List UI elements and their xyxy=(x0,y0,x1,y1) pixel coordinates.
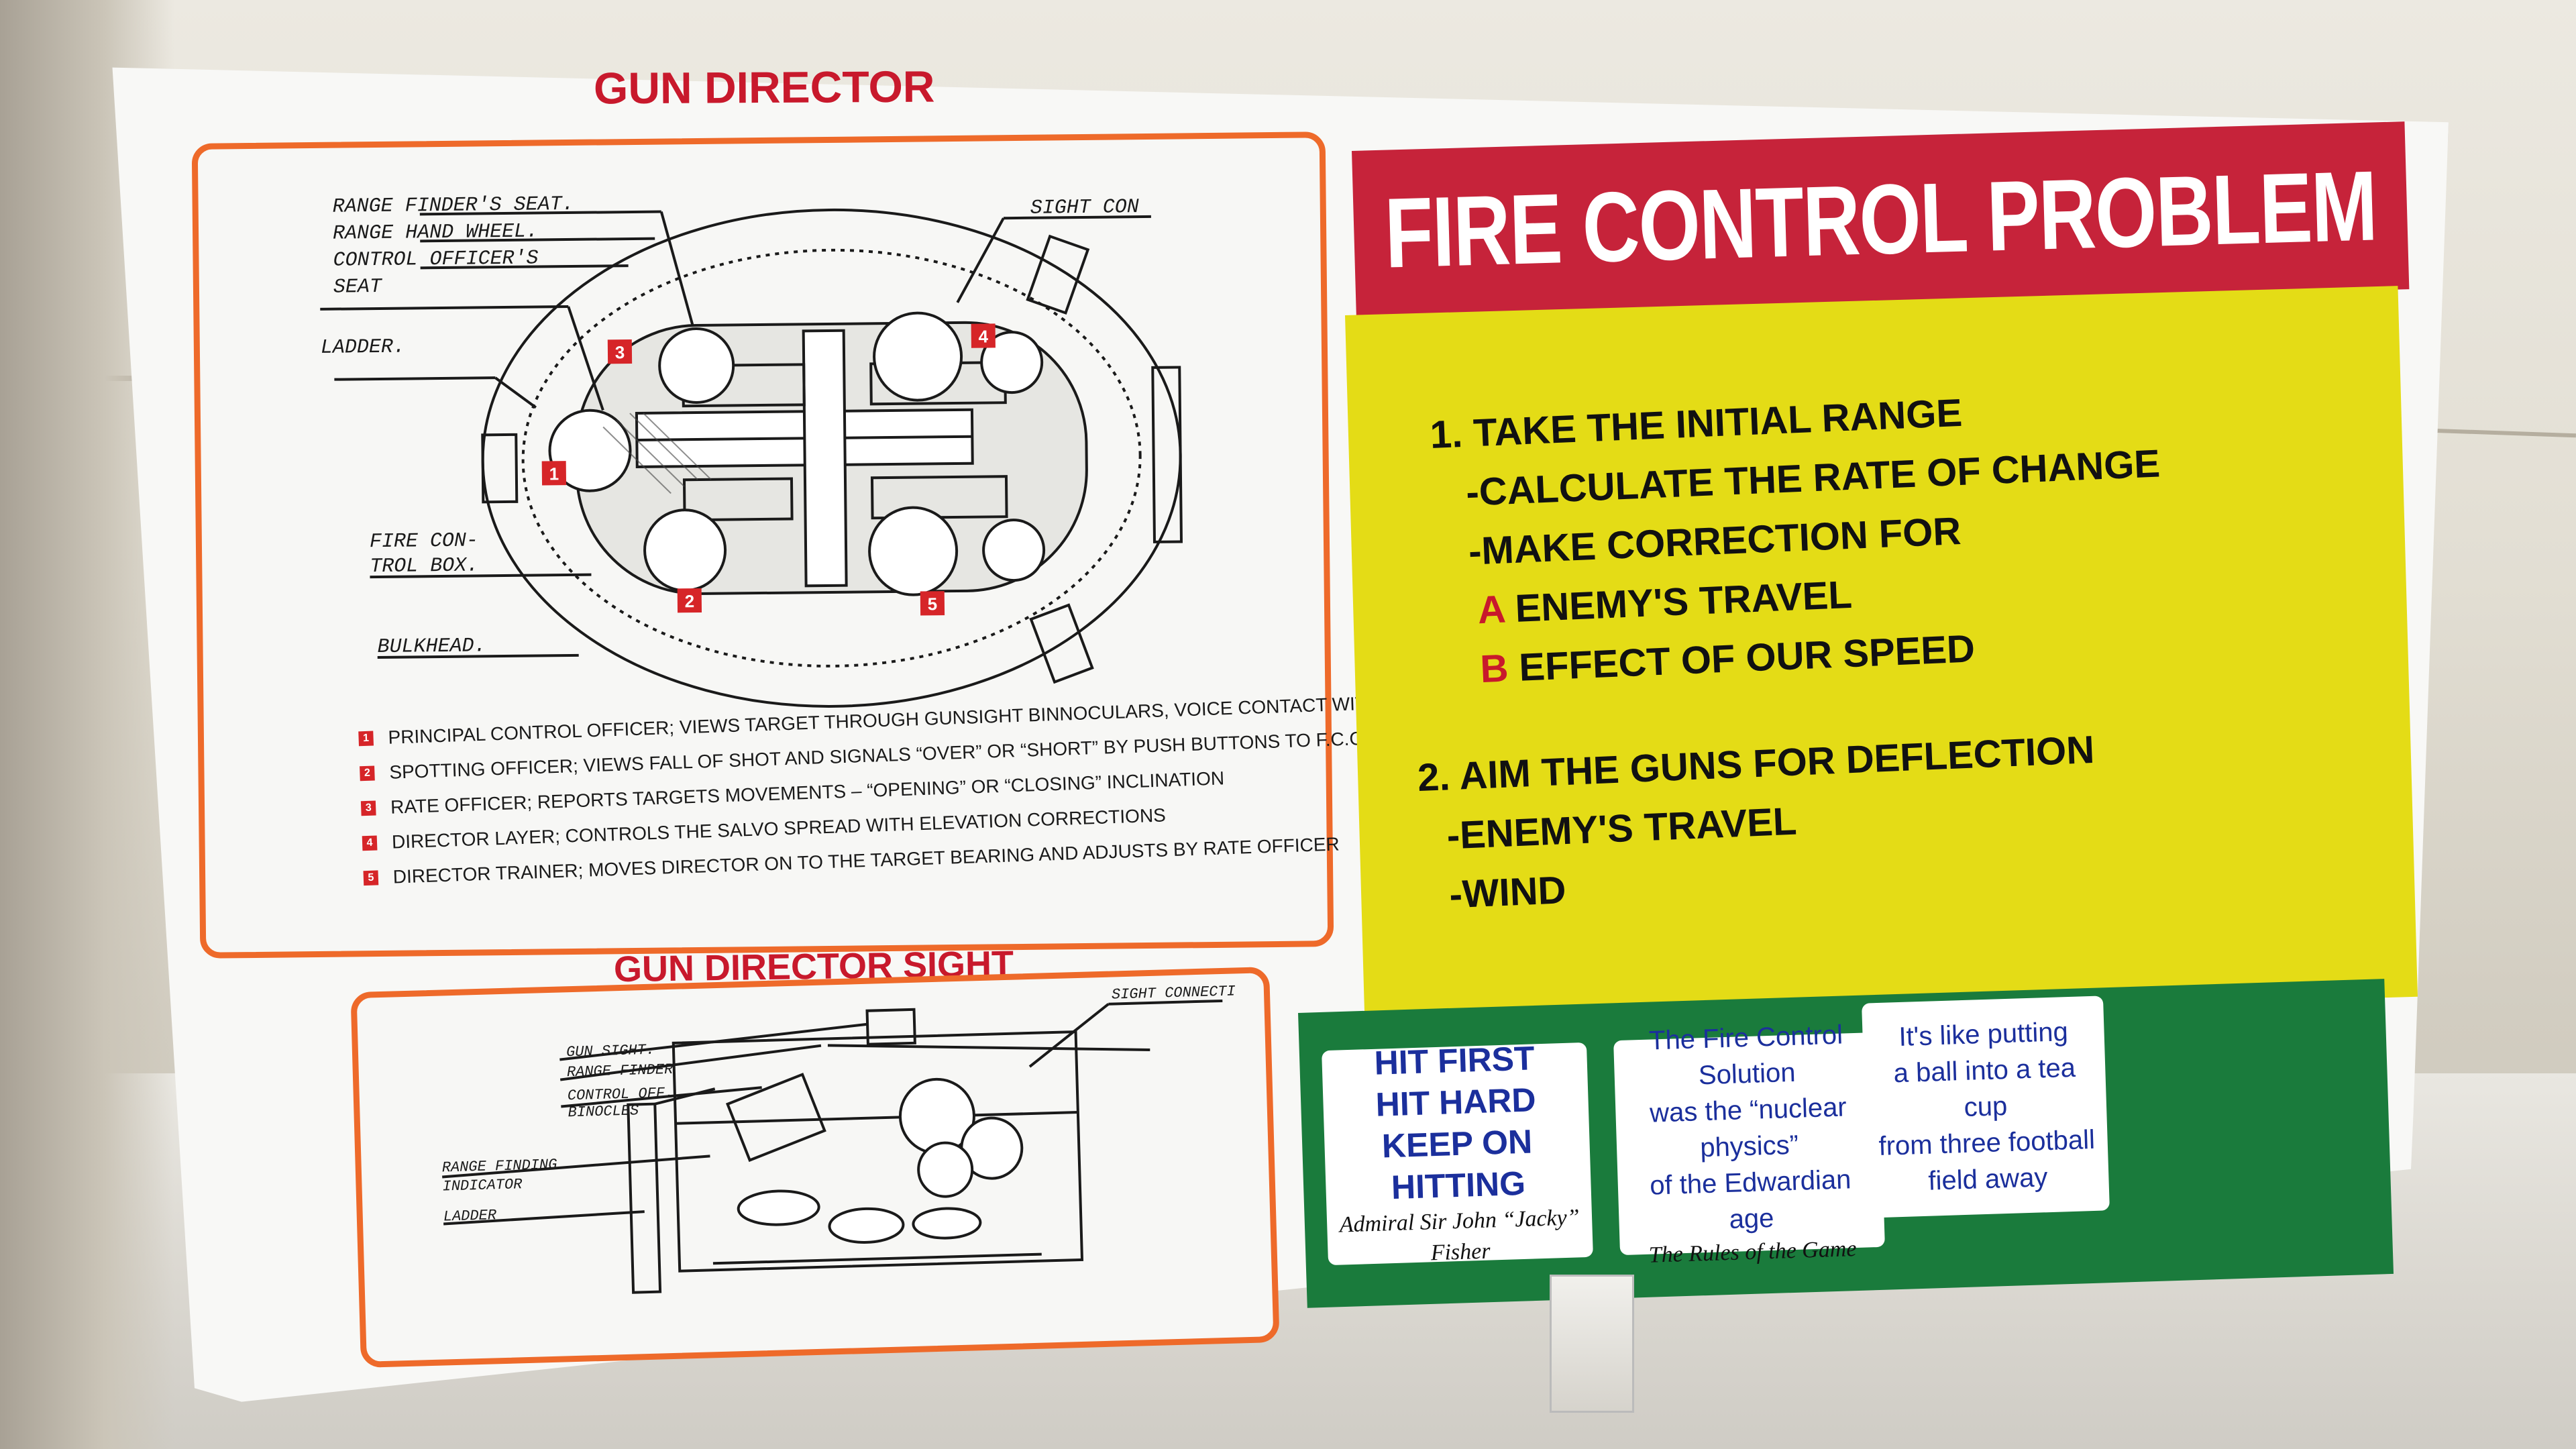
quote-rules: The Fire Control Solution was the “nucle… xyxy=(1613,1020,1885,1268)
quote-teacup: It's like putting a ball into a tea cup … xyxy=(1862,996,2110,1218)
quote-rules-cite: The Rules of the Game xyxy=(1648,1236,1857,1268)
fire-control-title: FIRE CONTROL PROBLEM xyxy=(1383,150,2378,289)
sight-label-gun-sight: GUN SIGHT. xyxy=(566,1042,655,1061)
steps-text: 1. TAKE THE INITIAL RANGE -CALCULATE THE… xyxy=(1417,376,2178,925)
gun-director-sight-diagram: GUN SIGHT. RANGE FINDER CONTROL OFF. BIN… xyxy=(441,983,1236,1294)
label-ladder: LADDER. xyxy=(321,336,405,360)
quote-fisher-cite: Admiral Sir John “Jacky” Fisher xyxy=(1339,1205,1580,1266)
label-control-officers: CONTROL OFFICER'S xyxy=(333,247,538,272)
sight-label-ladder: LADDER xyxy=(443,1207,498,1225)
quote-teacup-line4: field away xyxy=(1927,1163,2048,1196)
marker-2-label: 2 xyxy=(684,591,694,611)
title-band: FIRE CONTROL PROBLEM xyxy=(1352,121,2410,319)
quote-fisher-line2: HIT HARD xyxy=(1375,1081,1537,1124)
sight-housing xyxy=(672,1030,1084,1273)
gun-director-title: GUN DIRECTOR xyxy=(593,61,935,113)
marker-4-label: 4 xyxy=(978,326,988,346)
legend-marker: 2 xyxy=(360,765,375,782)
sight-label-range-finder: RANGE FINDER xyxy=(567,1061,674,1081)
quote-teacup-line1: It's like putting xyxy=(1898,1017,2069,1053)
quote-teacup-line2: a ball into a tea cup xyxy=(1893,1053,2076,1123)
stand-bracket xyxy=(1550,1275,1634,1413)
step-1c-text: ENEMY'S TRAVEL xyxy=(1514,572,1854,631)
quote-teacup-line3: from three football xyxy=(1878,1124,2096,1162)
marker-3-label: 3 xyxy=(615,342,625,362)
legend-marker: 3 xyxy=(360,800,376,816)
legend-marker: 5 xyxy=(363,870,379,886)
marker-4 xyxy=(971,323,996,348)
seat-4 xyxy=(873,311,963,402)
marker-group xyxy=(541,323,996,616)
sight-label-indicator: INDICATOR xyxy=(442,1176,523,1195)
step-1c-letter: A xyxy=(1477,587,1505,633)
label-bulkhead: BULKHEAD. xyxy=(377,635,486,659)
label-seat: SEAT xyxy=(333,276,383,299)
director-inner xyxy=(521,248,1142,667)
quote-fisher-line3: KEEP ON HITTING xyxy=(1381,1122,1533,1207)
gun-director-frame: 3 4 1 2 5 RANGE FINDER'S SEAT. RANGE HAN… xyxy=(191,131,1466,959)
sight-seat xyxy=(737,1189,820,1226)
legend-marker: 4 xyxy=(362,835,378,851)
label-trol-box: TROL BOX. xyxy=(370,554,478,578)
quote-rules-line3: of the Edwardian age xyxy=(1649,1165,1852,1234)
marker-1-label: 1 xyxy=(549,464,559,484)
seat-1 xyxy=(548,409,632,492)
marker-5-label: 5 xyxy=(928,594,938,614)
step-1d-letter: B xyxy=(1479,646,1509,692)
sight-label-range-finding: RANGE FINDING xyxy=(441,1157,557,1177)
label-range-finders-seat: RANGE FINDER'S SEAT. xyxy=(333,193,574,219)
sight-label-control-off: CONTROL OFF. xyxy=(568,1085,674,1104)
seat-5 xyxy=(868,506,959,596)
marker-5 xyxy=(920,591,945,616)
legend-marker: 1 xyxy=(358,731,374,747)
gun-director-sight-frame: GUN SIGHT. RANGE FINDER CONTROL OFF. BIN… xyxy=(350,966,1280,1368)
label-range-hand-wheel: RANGE HAND WHEEL. xyxy=(333,220,538,245)
seat-3 xyxy=(658,327,735,405)
marker-3 xyxy=(607,339,633,364)
label-sight-con: SIGHT CON xyxy=(1030,196,1139,220)
quote-rules-line1: The Fire Control Solution xyxy=(1648,1020,1843,1091)
seat-2 xyxy=(643,508,727,592)
step-1d-text: EFFECT OF OUR SPEED xyxy=(1518,627,1976,690)
gun-director-diagram: 3 4 1 2 5 RANGE FINDER'S SEAT. RANGE HAN… xyxy=(320,193,1183,708)
quote-rules-line2: was the “nuclear physics” xyxy=(1649,1092,1847,1163)
marker-2 xyxy=(677,588,702,613)
label-fire-con: FIRE CON- xyxy=(370,529,478,553)
sight-label-binocular: BINOCLES xyxy=(568,1102,639,1121)
quote-fisher-line1: HIT FIRST xyxy=(1373,1039,1536,1082)
sight-label-sight-connect: SIGHT CONNECTI xyxy=(1112,983,1236,1003)
quote-fisher: HIT FIRST HIT HARD KEEP ON HITTING Admir… xyxy=(1322,1039,1593,1265)
marker-1 xyxy=(541,461,567,486)
